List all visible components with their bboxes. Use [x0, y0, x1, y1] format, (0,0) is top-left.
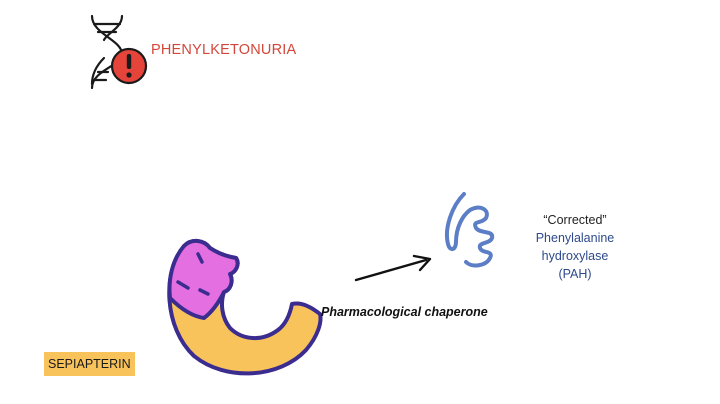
dna-warning-icon [90, 14, 148, 90]
bitten-donut-chaperone-icon [167, 239, 323, 376]
pah-name-text: Phenylalanine hydroxylase [535, 231, 615, 263]
page-title: PHENYLKETONURIA [151, 42, 297, 58]
chaperone-label: Pharmacological chaperone [321, 305, 488, 319]
protein-coil-icon [445, 192, 495, 268]
pah-corrected-text: “Corrected” [543, 213, 607, 227]
pah-abbr-text: (PAH) [558, 267, 592, 281]
arrow-right-icon [354, 254, 432, 282]
sepiapterin-label: SEPIAPTERIN [44, 352, 135, 376]
pah-label: “Corrected” Phenylalanine hydroxylase (P… [510, 211, 640, 283]
